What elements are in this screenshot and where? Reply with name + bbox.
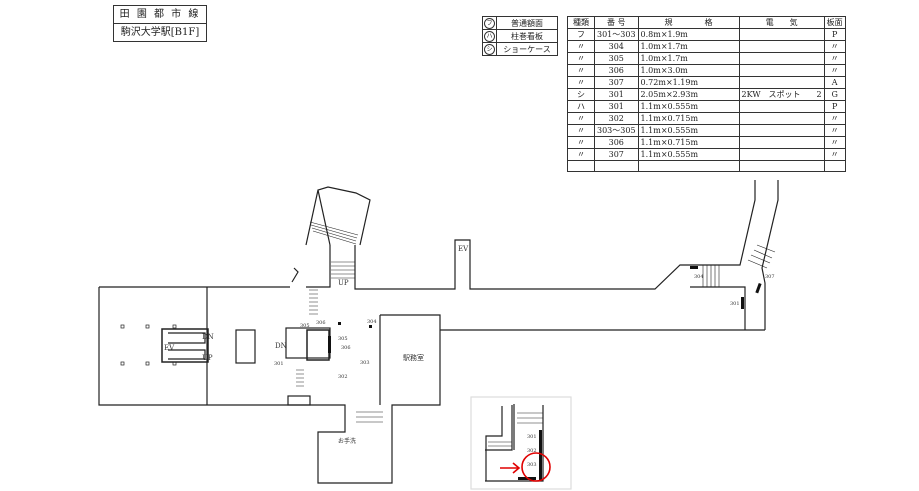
columns xyxy=(120,324,177,366)
platform-box xyxy=(285,327,331,359)
cell-type xyxy=(567,160,595,172)
up-label-north: UP xyxy=(338,279,349,287)
tag-h302: 302 xyxy=(338,374,348,380)
concourse-wall-bottom xyxy=(98,287,765,484)
ev-shaft-west xyxy=(161,328,209,363)
stair-treads xyxy=(309,221,776,423)
tag-f306: 306 xyxy=(316,320,326,326)
cell-type: 〃 xyxy=(567,40,595,53)
inset-treads xyxy=(488,412,543,447)
column-block xyxy=(235,329,256,364)
tag-f304: 304 xyxy=(694,274,704,280)
ne-corridor-bottom xyxy=(690,286,746,330)
ev-shaft-inner xyxy=(168,332,206,360)
tag-h304: 304 xyxy=(367,319,377,325)
legend-item: フ普通額面 xyxy=(482,16,558,30)
inset-walls xyxy=(485,404,544,482)
symbol-ha-icon: ハ xyxy=(484,30,495,42)
office-label: 駅務室 xyxy=(403,353,424,362)
table-row xyxy=(567,160,846,172)
legend: フ普通額面 ハ柱巻看板 シショーケース xyxy=(482,16,558,56)
inset-frame xyxy=(470,396,572,490)
sign-markers xyxy=(328,266,762,353)
table-header: 種類 番 号 規 格 電 気 板面 xyxy=(567,16,846,29)
symbol-shi-icon: シ xyxy=(484,43,495,55)
escalator-block xyxy=(306,329,330,361)
cell-face xyxy=(823,160,846,172)
door xyxy=(287,395,311,406)
toilet-label: お手洗 xyxy=(338,437,356,445)
ev-label-west: EV xyxy=(164,344,175,352)
tag-h301: 301 xyxy=(274,361,284,367)
tag-h303: 303 xyxy=(360,360,370,366)
plan-labels: EV UP DN EV UP DN 駅務室 お手洗 xyxy=(164,245,469,445)
dn-label-west: DN xyxy=(202,333,214,341)
legend-label: ショーケース xyxy=(496,42,558,56)
highlight-arrow-icon xyxy=(500,462,521,474)
inset-labels: 301 302 303 xyxy=(527,434,537,468)
cell-electric xyxy=(738,160,825,172)
inset-tag-303: 303 xyxy=(527,462,537,468)
legend-item: シショーケース xyxy=(482,42,558,56)
tag-f301: 301 xyxy=(730,301,740,307)
up-label-west: UP xyxy=(202,354,213,362)
line-name: 田 園 都 市 線 xyxy=(119,9,201,20)
concourse-wall-top xyxy=(99,180,779,330)
ev-label-east: EV xyxy=(458,245,469,253)
tag-f305: 305 xyxy=(300,323,310,329)
highlight-circle xyxy=(521,452,551,482)
stair-shaft-north xyxy=(305,186,371,246)
station-name: 駒沢大学駅[B1F] xyxy=(114,23,206,41)
tag-h305: 305 xyxy=(338,336,348,342)
tag-f307: 307 xyxy=(765,274,775,280)
inset-tag-302: 302 xyxy=(527,448,537,454)
dn-label-center: DN xyxy=(275,342,287,350)
title-box: 田 園 都 市 線 駒沢大学駅[B1F] xyxy=(113,5,207,42)
tag-h306: 306 xyxy=(341,345,351,351)
symbol-fu-icon: フ xyxy=(484,17,495,29)
escalator-steps xyxy=(296,289,318,387)
inset-sign-strip xyxy=(539,430,542,480)
sign-labels: 304 307 301 305 306 301 302 303 304 305 … xyxy=(274,274,775,380)
inset-tag-301: 301 xyxy=(527,434,537,440)
